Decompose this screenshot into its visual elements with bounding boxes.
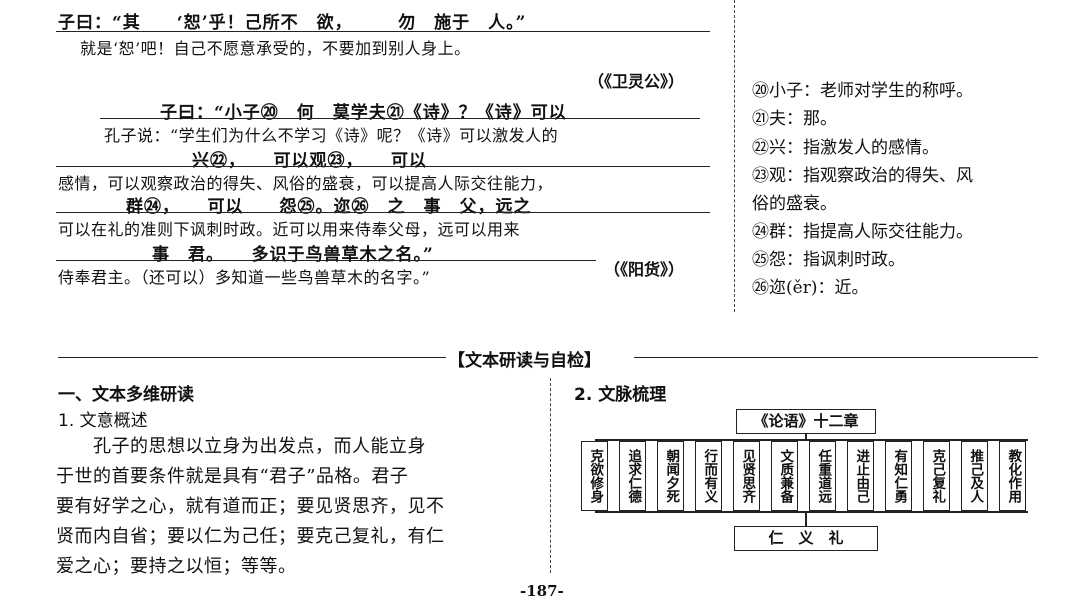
diagram-bottom-box: 仁 义 礼 [734, 526, 878, 551]
diagram-item: 推己及人 [961, 441, 988, 511]
note-item: ㉕怨：指讽刺时政。 [752, 250, 905, 270]
page-number: -187- [520, 582, 564, 600]
note-item: ㉑夫：那。 [752, 109, 837, 129]
paragraph-line: 爱之心；要持之以恒；等等。 [56, 556, 297, 577]
column-divider [734, 0, 735, 312]
section-title: 【文本研读与自检】 [448, 351, 601, 371]
connector [805, 434, 807, 439]
paragraph-line: 贤而内自省；要以仁为己任；要克己复礼，有仁 [56, 526, 445, 547]
diagram-item: 有知仁勇 [885, 441, 912, 511]
section-rule-left [58, 357, 446, 359]
note-item: ㉖迩(ěr)：近。 [752, 278, 869, 298]
note-item: ㉔群：指提高人际交往能力。 [752, 222, 973, 242]
part1-heading: 一、文本多维研读 [58, 385, 194, 405]
section-rule-right [634, 357, 1038, 359]
passage2-translation-line3: 可以在礼的准则下讽刺时政。近可以用来侍奉父母，远可以用来 [58, 220, 521, 239]
underline [100, 118, 700, 120]
sub1-paragraph: 孔子的思想以立身为出发点，而人能立身 于世的首要条件就是具有“君子”品格。君子 … [56, 432, 445, 582]
underline [56, 166, 710, 168]
underline [56, 212, 710, 214]
diagram-item: 教化作用 [999, 441, 1026, 511]
passage2-source: （《阳货》） [604, 260, 685, 279]
diagram-item: 进止由己 [847, 441, 874, 511]
diagram-top-box: 《论语》十二章 [736, 409, 876, 434]
diagram-item: 克欲修身 [581, 441, 608, 511]
passage2-translation-line2: 感情，可以观察政治的得失、风俗的盛衰，可以提高人际交往能力， [58, 174, 554, 193]
paragraph-line: 要有好学之心，就有道而正；要见贤思齐，见不 [56, 496, 445, 517]
connector [595, 439, 1028, 441]
passage1-translation: 就是‘恕’吧！自己不愿意承受的，不要加到别人身上。 [80, 39, 471, 58]
passage1-source: （《卫灵公》） [588, 72, 685, 91]
passage2-translation-line1: 孔子说：“学生们为什么不学习《诗》呢？《诗》可以激发人的 [104, 126, 559, 145]
diagram-item: 朝闻夕死 [657, 441, 684, 511]
note-item: ㉒兴：指激发人的感情。 [752, 138, 939, 158]
underline [56, 260, 596, 262]
diagram-item: 见贤思齐 [733, 441, 760, 511]
diagram-item: 追求仁德 [619, 441, 646, 511]
sub1-heading: 1. 文意概述 [58, 411, 148, 431]
diagram-item: 克己复礼 [923, 441, 950, 511]
passage1-classic: 子曰：“其 ‘恕’乎！己所不 欲， 勿 施于 人。” [58, 13, 527, 33]
diagram-item: 任重道远 [809, 441, 836, 511]
diagram-item: 文质兼备 [771, 441, 798, 511]
diagram-item: 行而有义 [695, 441, 722, 511]
note-item: ㉓观：指观察政治的得失、风 [752, 166, 973, 186]
underline [56, 31, 710, 33]
passage2-translation-line4: 侍奉君主。（还可以）多知道一些鸟兽草木的名字。” [58, 268, 431, 287]
column-divider [550, 378, 551, 573]
note-item: 俗的盛衰。 [752, 194, 837, 214]
paragraph-line: 孔子的思想以立身为出发点，而人能立身 [56, 436, 426, 457]
note-item: ⑳小子：老师对学生的称呼。 [752, 81, 973, 101]
sub2-heading: 2. 文脉梳理 [574, 385, 667, 405]
connector [595, 511, 1028, 513]
connector [805, 512, 807, 526]
paragraph-line: 于世的首要条件就是具有“君子”品格。君子 [56, 466, 409, 487]
